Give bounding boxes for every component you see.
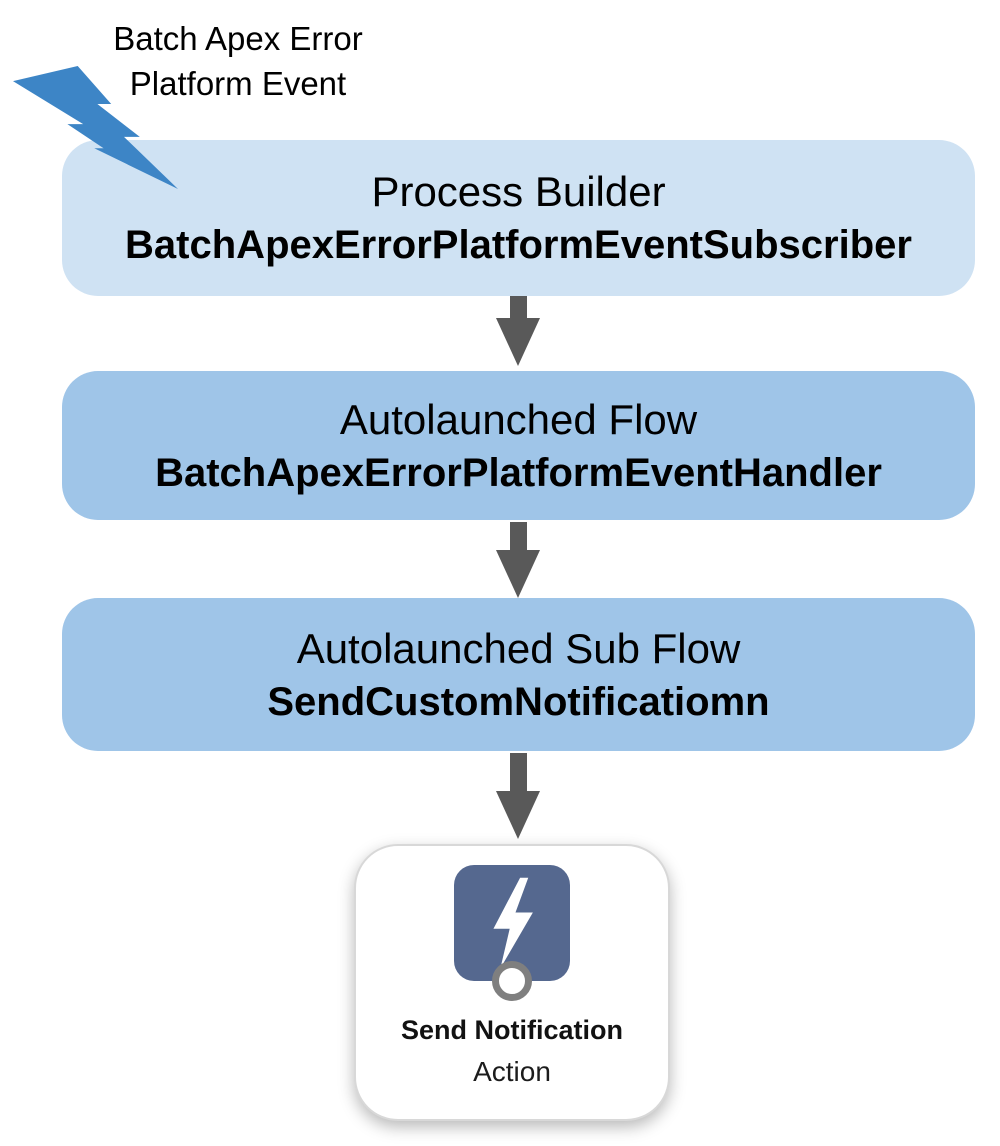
trigger-label: Batch Apex Error Platform Event — [62, 16, 414, 106]
node-api-name: SendCustomNotificatiomn — [267, 679, 770, 724]
arrow-head — [496, 791, 540, 839]
arrow-stem — [509, 522, 527, 550]
down-arrow-icon — [496, 522, 540, 598]
down-arrow-icon — [496, 753, 540, 839]
lightning-bolt-icon — [13, 66, 178, 189]
node-api-name: BatchApexErrorPlatformEventHandler — [155, 450, 882, 495]
connector-ring-icon — [492, 961, 532, 1001]
arrow-stem — [509, 753, 527, 791]
send-notification-action-card: Send Notification Action — [354, 844, 670, 1121]
flash-icon — [493, 877, 533, 969]
node-type-label: Process Builder — [371, 168, 666, 215]
arrow-stem — [509, 294, 527, 318]
down-arrow-icon — [496, 294, 540, 366]
arrow-head — [496, 550, 540, 598]
node-process-builder: Process Builder BatchApexErrorPlatformEv… — [62, 140, 975, 296]
node-api-name: BatchApexErrorPlatformEventSubscriber — [125, 223, 912, 267]
arrow-head — [496, 318, 540, 366]
action-subtitle: Action — [473, 1056, 551, 1087]
trigger-label-line2: Platform Event — [129, 65, 347, 102]
action-lightning-icon — [454, 865, 570, 1001]
node-autolaunched-sub-flow: Autolaunched Sub Flow SendCustomNotifica… — [62, 598, 975, 751]
node-type-label: Autolaunched Sub Flow — [296, 624, 741, 672]
node-type-label: Autolaunched Flow — [339, 395, 698, 443]
trigger-label-line1: Batch Apex Error — [113, 20, 363, 57]
action-title: Send Notification — [401, 1015, 623, 1045]
node-autolaunched-flow: Autolaunched Flow BatchApexErrorPlatform… — [62, 371, 975, 520]
